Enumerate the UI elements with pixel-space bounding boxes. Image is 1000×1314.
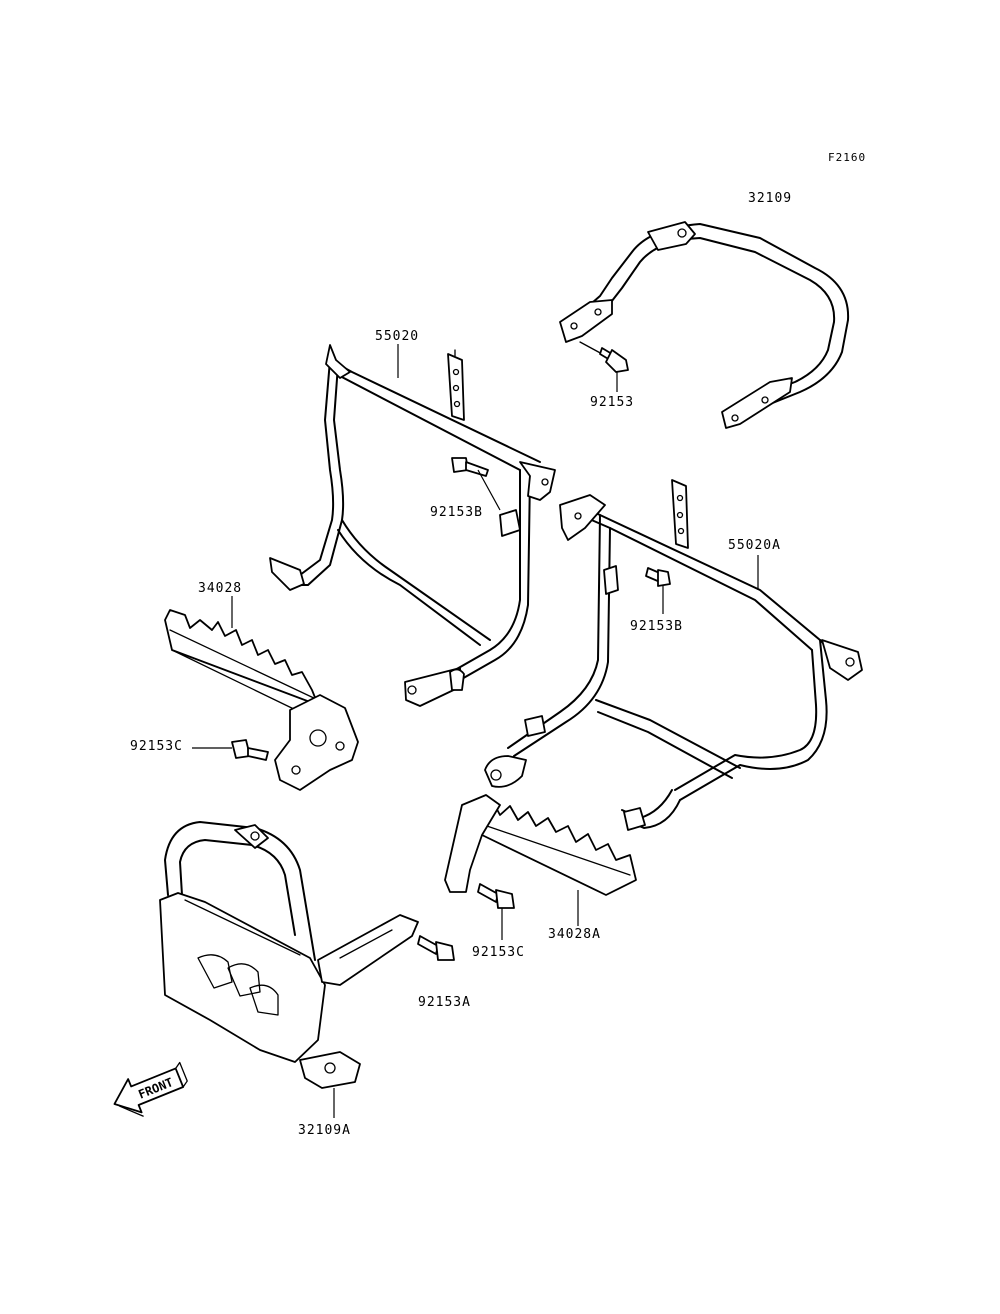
bolt-92153C-left — [192, 739, 269, 761]
figure-code: F2160 — [828, 151, 867, 164]
part-55020A-right-guard — [484, 479, 863, 831]
label-55020: 55020 — [375, 329, 420, 344]
part-32109-rear-bar — [559, 221, 850, 429]
label-92153: 92153 — [590, 395, 635, 410]
part-34028-left-footrest — [164, 596, 359, 791]
label-92153C-left: 92153C — [130, 739, 183, 754]
label-92153B-left: 92153B — [430, 505, 483, 520]
label-92153B-right: 92153B — [630, 619, 683, 634]
bolt-92153B-right — [645, 567, 671, 614]
bolt-92153 — [579, 341, 629, 392]
label-55020A: 55020A — [728, 538, 781, 553]
bolt-92153C-right — [477, 883, 515, 940]
label-34028A: 34028A — [548, 927, 601, 942]
part-55020-left-guard — [269, 344, 556, 707]
bolt-92153A — [417, 935, 455, 961]
label-32109: 32109 — [748, 191, 793, 206]
leader-lines — [397, 344, 759, 590]
part-34028A-right-footrest — [444, 794, 637, 926]
label-92153C-right: 92153C — [472, 945, 525, 960]
front-arrow-icon: FRONT — [113, 1061, 188, 1117]
label-34028: 34028 — [198, 581, 243, 596]
bolt-92153B-left — [451, 457, 501, 511]
label-92153A: 92153A — [418, 995, 471, 1010]
part-32109A-front-guard — [159, 821, 419, 1118]
label-32109A: 32109A — [298, 1123, 351, 1138]
